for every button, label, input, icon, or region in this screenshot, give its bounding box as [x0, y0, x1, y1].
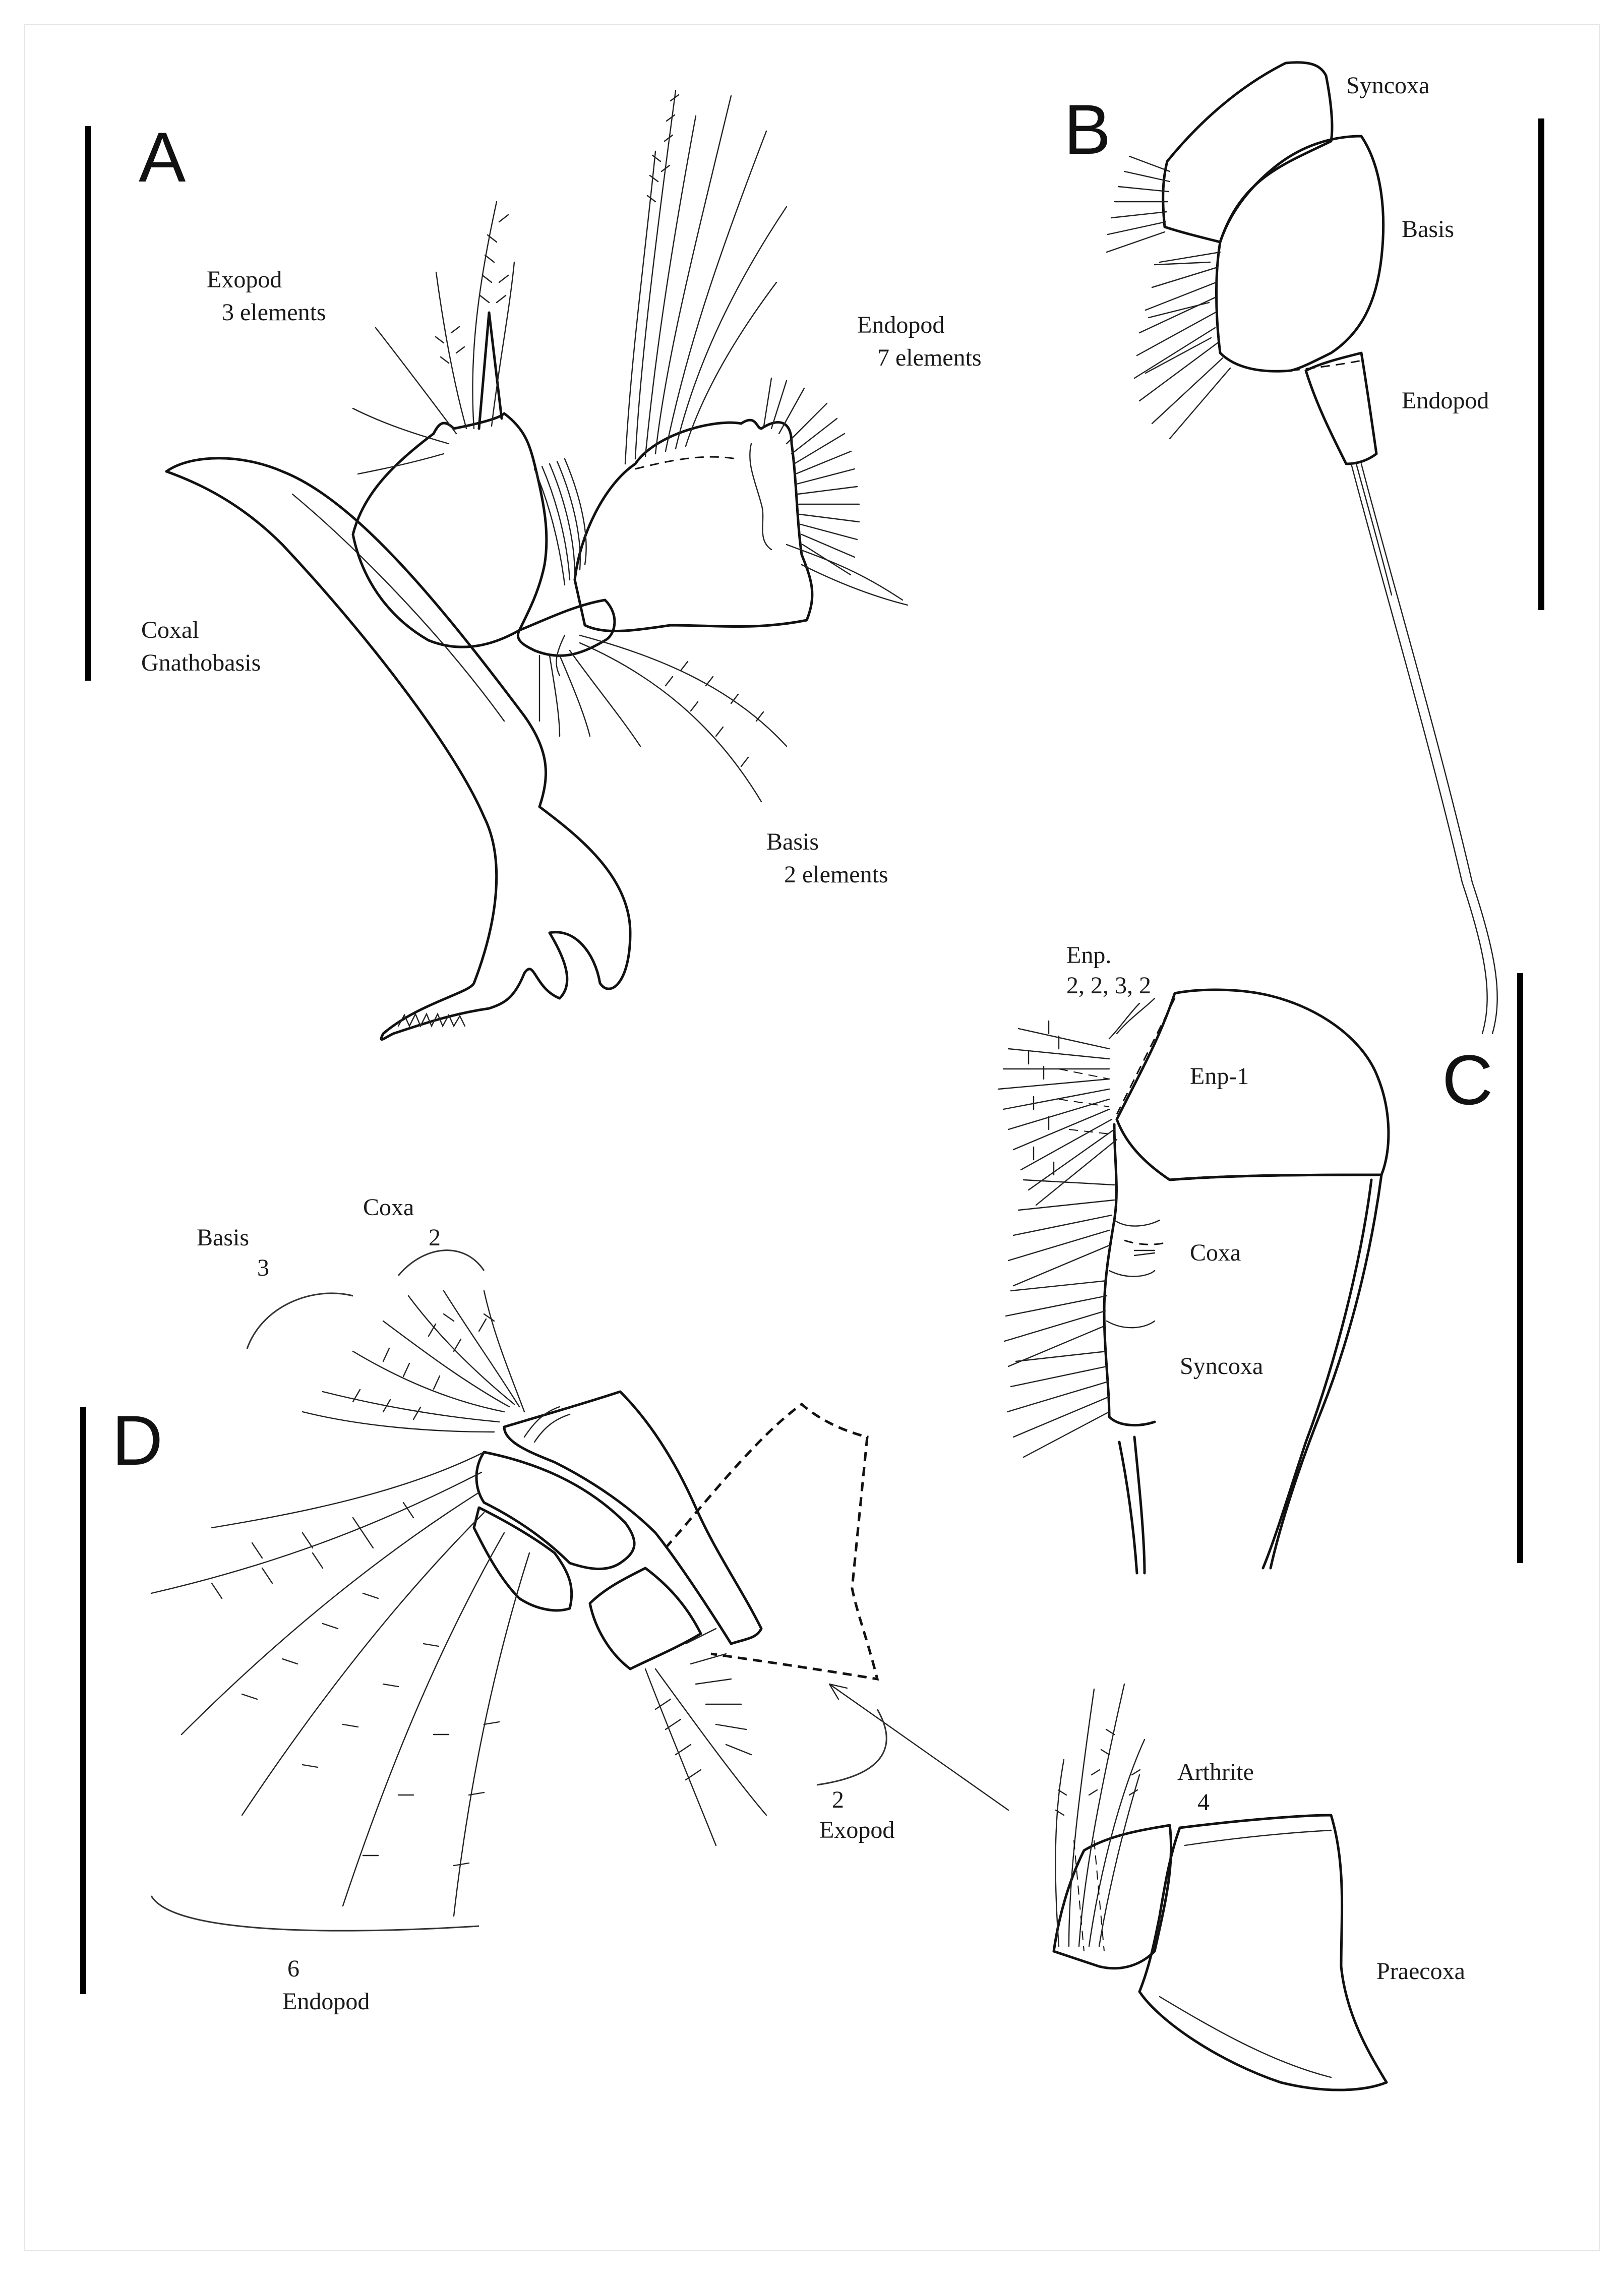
panel-a: A [85, 90, 982, 1041]
coxa-d-outline [503, 1390, 763, 1645]
label-d-exopod-title: Exopod [819, 1817, 894, 1843]
exopod-spine [477, 311, 503, 430]
basis-d-outline [475, 1451, 636, 1570]
basis-b-outline [1215, 135, 1385, 373]
panel-letter-b: B [1064, 90, 1111, 169]
bracket-endopod-d [150, 1895, 479, 1932]
label-endopod-title: Endopod [857, 312, 944, 338]
panel-letter-d: D [112, 1401, 163, 1480]
exopod-d-setae [644, 1628, 767, 1846]
label-b-basis: Basis [1402, 216, 1454, 243]
coxa-c-dash [1124, 1239, 1165, 1245]
exopod-segment-outline [351, 412, 548, 648]
enp-c-setae [997, 997, 1156, 1206]
syncoxa-b-setae [1106, 155, 1231, 440]
label-gnathobasis-line1: Coxal [141, 617, 199, 643]
gnathobasis-teeth [397, 1012, 466, 1028]
label-c-enp-title: Enp. [1066, 942, 1111, 969]
syncoxa-c-outline [1103, 1123, 1156, 1575]
gnathobasis-inner-ridge [291, 493, 505, 722]
panel-b: B Syncoxa Basis Endopod [1064, 61, 1544, 1035]
bracket-basis-d [246, 1292, 353, 1349]
label-c-coxa: Coxa [1190, 1239, 1241, 1266]
figure-sheet [24, 24, 1600, 2251]
arthrite-outline [1052, 1824, 1173, 1970]
enp1-outline [1115, 988, 1390, 1181]
label-d-exopod-count: 2 [832, 1786, 844, 1813]
label-endopod-count: 7 elements [877, 344, 982, 371]
panel-c: C Enp. 2, 2, 3, 2 Enp-1 Coxa Syncoxa [997, 942, 1523, 1575]
endopod-segment-outline [573, 418, 814, 633]
praecoxa-inset-outline [1138, 1814, 1388, 2091]
enp1-boundary [1116, 998, 1176, 1115]
endopod-b-boundary [1290, 360, 1362, 372]
coxal-gnathobasis-outline [165, 457, 632, 1041]
basis-outline [516, 598, 616, 657]
label-b-syncoxa: Syncoxa [1346, 72, 1429, 99]
label-d-coxa-title: Coxa [363, 1194, 414, 1221]
endopod-segment-boundary [635, 456, 737, 470]
label-b-endopod: Endopod [1402, 387, 1489, 414]
label-d-praecoxa: Praecoxa [1376, 1958, 1465, 1985]
basis-setae [538, 634, 788, 803]
panel-letter-c: C [1442, 1040, 1493, 1119]
label-c-syncoxa: Syncoxa [1180, 1353, 1263, 1380]
coxa-c-joints [1106, 1219, 1161, 1329]
endopod-b-long-setae [1350, 463, 1498, 1035]
label-basis-title: Basis [766, 828, 819, 855]
bracket-coxa-d [397, 1249, 485, 1276]
panel-letter-a: A [139, 117, 186, 197]
membrane-hatching [533, 458, 587, 586]
panel-d: D [80, 1194, 1465, 2091]
label-d-basis-count: 3 [257, 1254, 269, 1281]
coxa-c-inner-edge [1261, 1178, 1373, 1570]
endopod-d-outline [472, 1506, 573, 1612]
label-d-endopod-title: Endopod [282, 1988, 370, 2015]
endopod-setae [624, 90, 909, 606]
coxa-c-setae [1003, 1179, 1115, 1458]
label-c-enp-counts: 2, 2, 3, 2 [1066, 972, 1151, 999]
basis-d-joint [523, 1406, 571, 1443]
basis-joint [556, 634, 566, 677]
label-exopod-count: 3 elements [222, 299, 326, 326]
pointer-arrow [828, 1683, 1009, 1811]
label-d-arthrite-title: Arthrite [1177, 1759, 1254, 1785]
label-c-enp1: Enp-1 [1190, 1063, 1249, 1090]
praecoxa-inset-inner [1159, 1829, 1332, 2078]
praecoxa-dashed-outline [665, 1402, 879, 1681]
label-gnathobasis-line2: Gnathobasis [141, 649, 261, 676]
endopod-d-setae [150, 1451, 530, 1917]
syncoxa-outline [1162, 61, 1334, 244]
coxa-c-outline [1168, 1173, 1383, 1570]
label-d-basis-title: Basis [197, 1224, 249, 1251]
label-d-coxa-count: 2 [429, 1224, 441, 1251]
basis-d-setae [302, 1290, 525, 1433]
endopod-inner-fold [749, 443, 772, 551]
label-d-endopod-count: 6 [287, 1955, 299, 1982]
arthrite-spines [1055, 1683, 1146, 1952]
endopod-fringe-setae [763, 377, 860, 576]
label-d-arthrite-count: 4 [1197, 1789, 1210, 1816]
endopod-b-outline [1304, 351, 1378, 465]
bracket-exopod-d [816, 1709, 887, 1786]
exopod-d-outline [588, 1567, 702, 1670]
label-basis-count: 2 elements [784, 861, 888, 888]
label-exopod-title: Exopod [207, 266, 282, 293]
exopod-setae [352, 201, 515, 475]
